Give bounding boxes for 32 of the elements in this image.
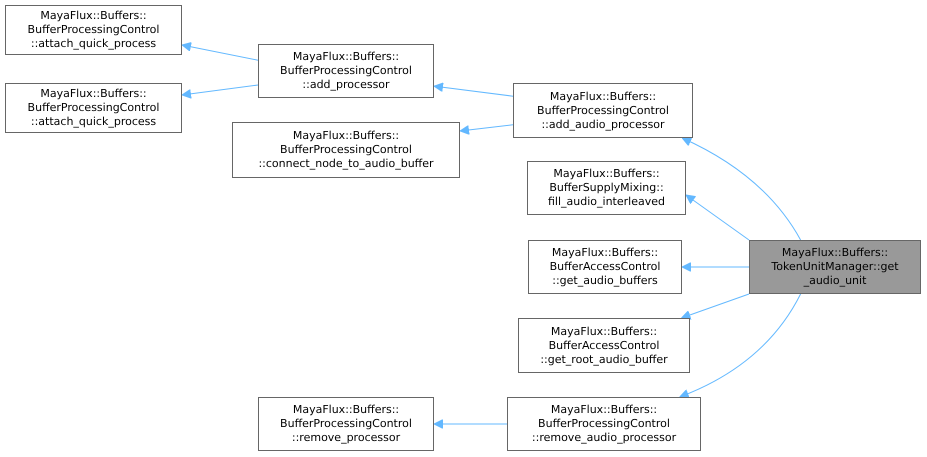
- function-name: MayaFlux::Buffers:: BufferProcessingControl ::add_audio_processor: [536, 90, 670, 132]
- highlighted-function-box: [749, 240, 921, 294]
- function-box: [528, 240, 682, 294]
- function-name: MayaFlux::Buffers:: BufferProcessingControl ::connect_node_to_audio_buffer: [257, 129, 435, 171]
- function-box: [513, 83, 693, 138]
- function-box: [258, 44, 434, 98]
- function-name: MayaFlux::Buffers:: BufferSupplyMixing:: fill_audio_interleaved: [547, 167, 666, 209]
- arrow: [686, 194, 750, 240]
- function-name: MayaFlux::Buffers:: BufferAccessControl ::get_root_audio_buffer: [539, 324, 669, 366]
- function-name: MayaFlux::Buffers:: BufferProcessingControl ::add_processor: [279, 50, 413, 92]
- function-name: MayaFlux::Buffers:: BufferProcessingControl ::remove_audio_processor: [530, 403, 678, 445]
- arrow: [460, 124, 514, 135]
- function-box: [5, 83, 182, 133]
- arrow: [680, 294, 750, 320]
- function-name: MayaFlux::Buffers:: TokenUnitManager::get _audio_unit: [770, 246, 900, 288]
- arrow: [679, 294, 802, 398]
- function-name: MayaFlux::Buffers:: BufferAccessControl ::get_audio_buffers: [548, 246, 662, 288]
- function-name: MayaFlux::Buffers:: BufferProcessingControl ::remove_processor: [279, 403, 413, 445]
- function-box: [518, 318, 690, 373]
- arrow: [434, 82, 514, 97]
- function-name: MayaFlux::Buffers:: BufferProcessingControl ::attach_quick_process: [26, 87, 160, 129]
- function-box: [507, 397, 701, 451]
- arrow: [434, 419, 508, 429]
- arrow: [682, 262, 750, 272]
- function-name: MayaFlux::Buffers:: BufferProcessingControl ::attach_quick_process: [26, 9, 160, 51]
- arrow: [182, 84, 258, 99]
- function-box: [5, 5, 182, 55]
- function-box: [232, 122, 460, 178]
- function-box: [258, 397, 434, 451]
- function-box: [527, 161, 686, 215]
- arrow: [182, 42, 258, 61]
- arrow: [682, 137, 802, 240]
